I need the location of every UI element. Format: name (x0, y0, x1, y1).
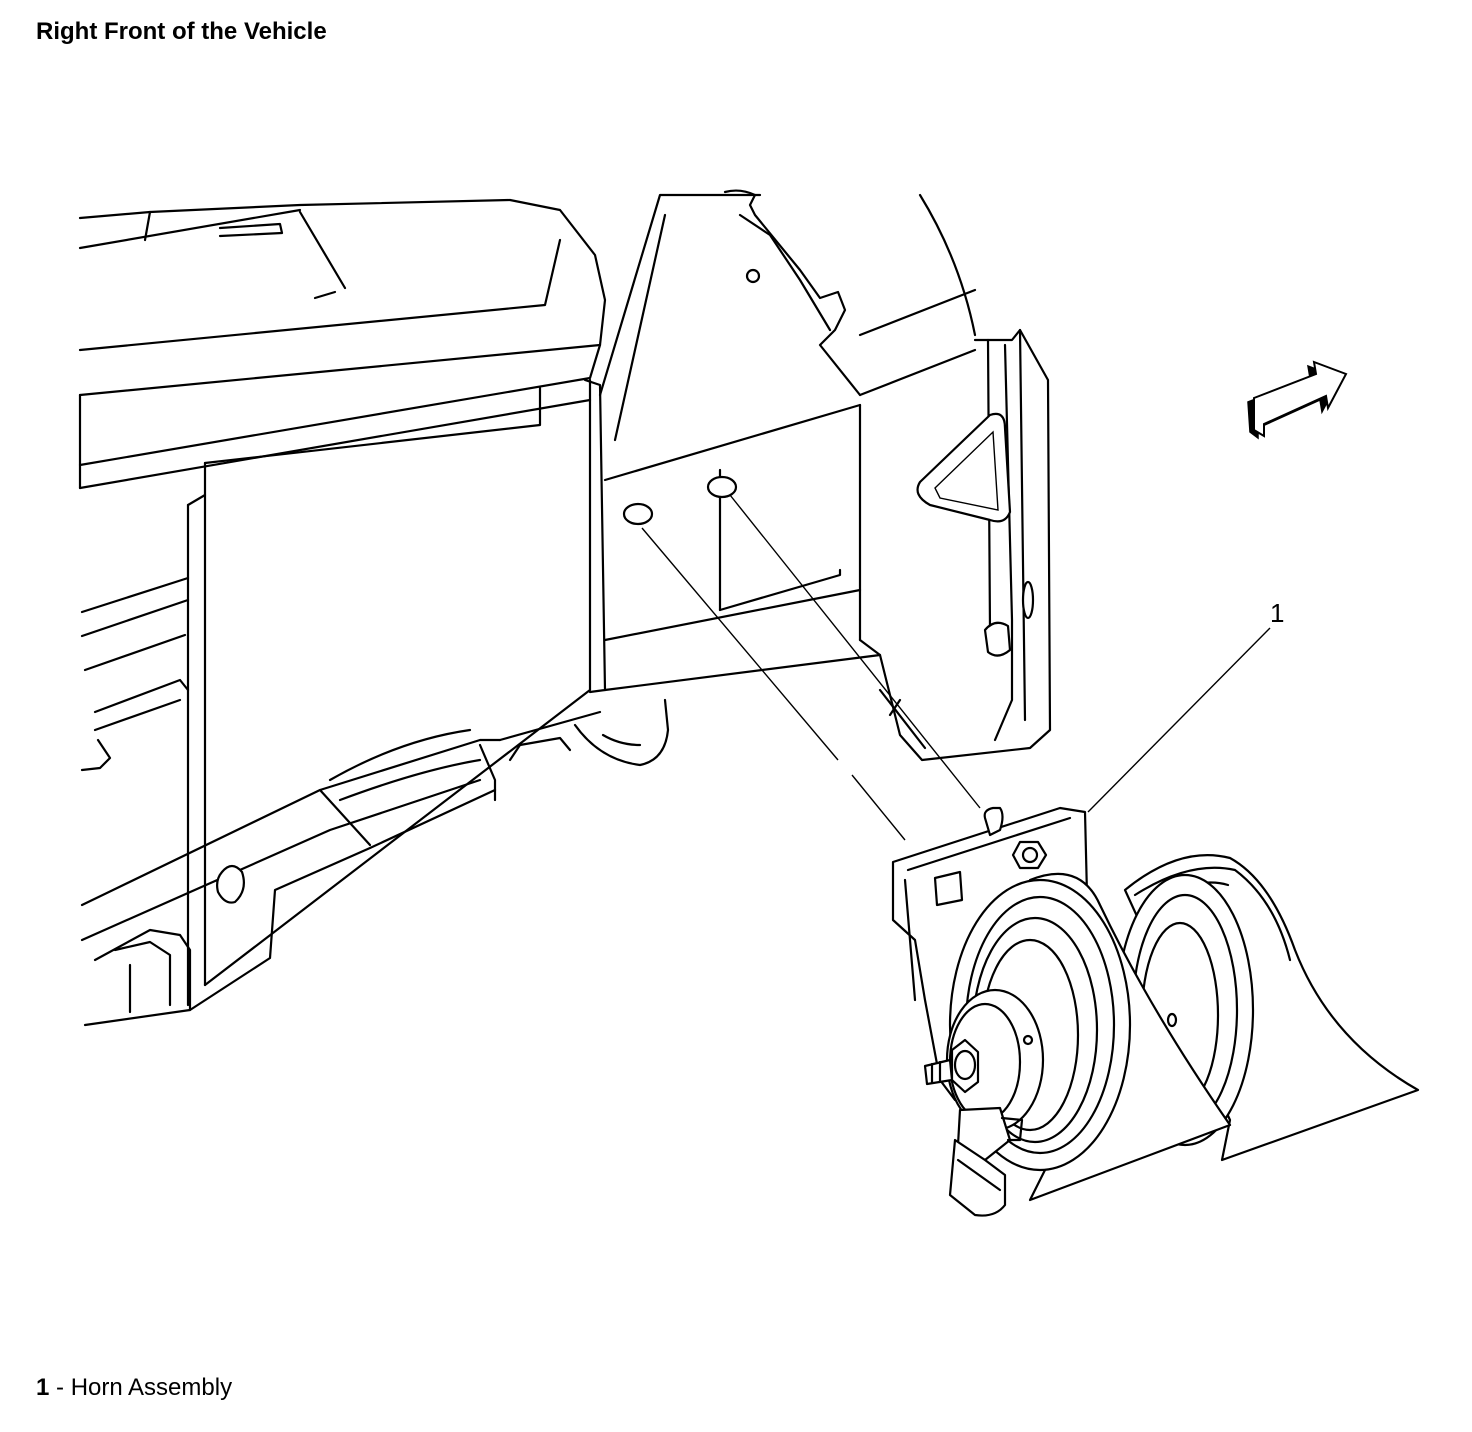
diagram-title: Right Front of the Vehicle (36, 18, 327, 45)
front-direction-arrow-icon (1247, 360, 1348, 440)
legend-separator: - (49, 1374, 71, 1401)
legend: 1 - Horn Assembly (36, 1374, 232, 1402)
callout-1-number: 1 (1270, 598, 1284, 628)
legend-number: 1 (36, 1374, 50, 1401)
fastener-alignment-lines (641, 494, 981, 841)
callout-1 (1087, 627, 1271, 813)
legend-text: Horn Assembly (70, 1374, 233, 1401)
horn-assembly-illustration (891, 806, 1420, 1217)
radiator-support-illustration (78, 189, 1052, 1027)
